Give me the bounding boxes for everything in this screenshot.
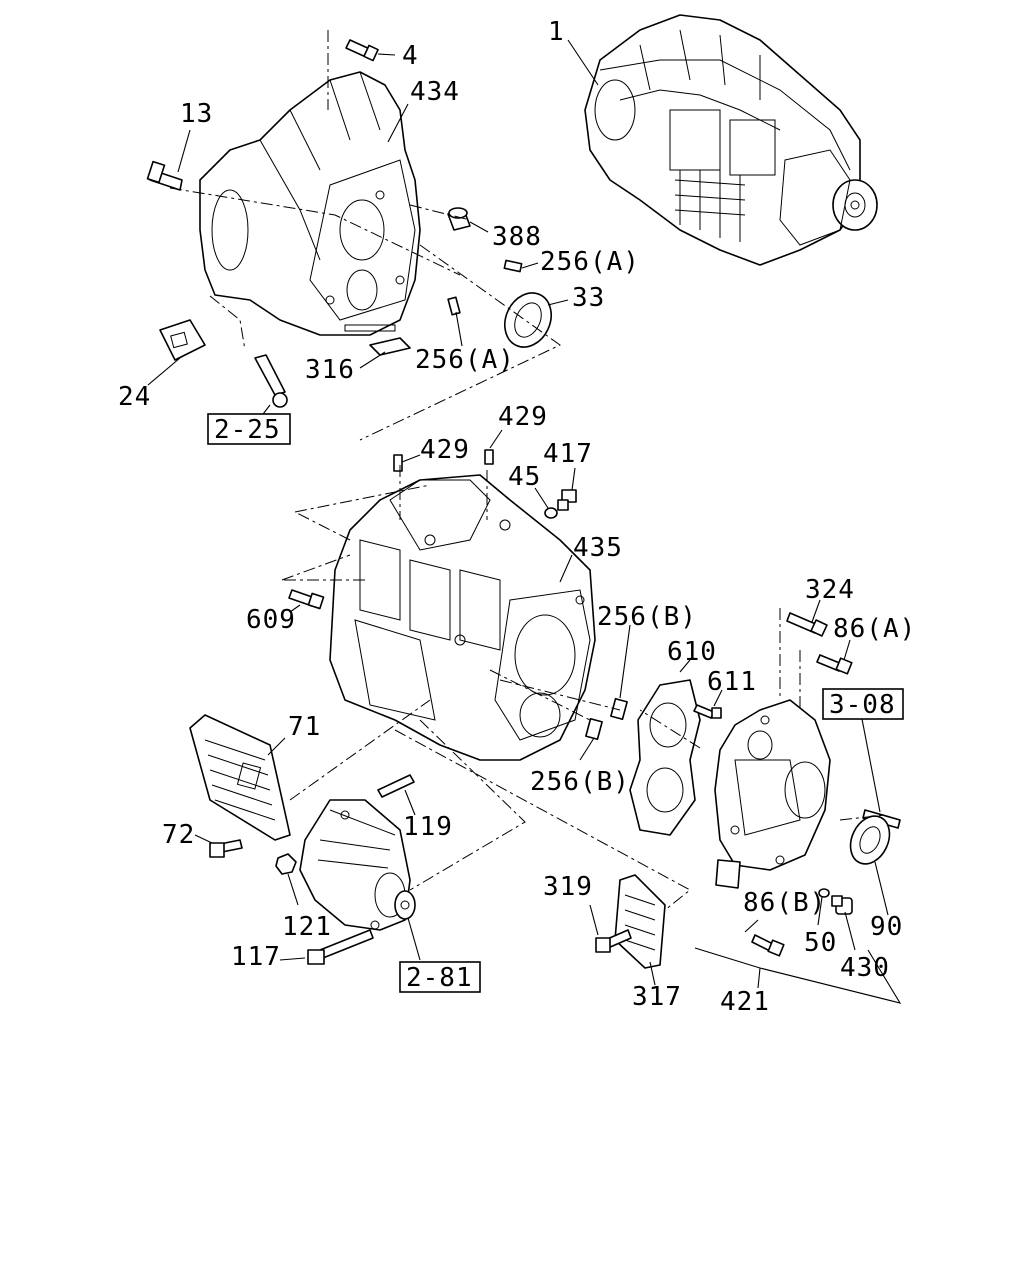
reference-box-2-81[interactable]: 2-81 xyxy=(399,961,481,993)
pto-pump-illustration[interactable] xyxy=(299,799,416,931)
callout-71: 71 xyxy=(288,712,321,742)
washer-50[interactable] xyxy=(818,888,830,898)
callout-324: 324 xyxy=(805,575,855,605)
bolt-86a[interactable] xyxy=(816,654,853,675)
plug-417[interactable] xyxy=(557,489,577,511)
stud-119[interactable] xyxy=(377,774,415,798)
callout-86a: 86(A) xyxy=(833,614,916,644)
callout-86b: 86(B) xyxy=(743,888,826,918)
callout-117: 117 xyxy=(231,942,281,972)
bolt-319[interactable] xyxy=(595,929,632,953)
dowel-256b-lower[interactable] xyxy=(585,717,603,741)
callout-316: 316 xyxy=(305,355,355,385)
callout-90: 90 xyxy=(870,912,903,942)
bolt-609[interactable] xyxy=(288,589,325,610)
oil-seal-33[interactable] xyxy=(496,285,560,354)
callout-256b-lower: 256(B) xyxy=(530,767,630,797)
callout-13: 13 xyxy=(180,99,213,129)
sensor-24[interactable] xyxy=(159,319,206,361)
callout-434: 434 xyxy=(410,77,460,107)
dowel-429-right[interactable] xyxy=(484,449,494,465)
bolt-611[interactable] xyxy=(693,704,722,719)
callout-317: 317 xyxy=(632,982,682,1012)
callout-388: 388 xyxy=(492,222,542,252)
callout-256b-upper: 256(B) xyxy=(597,602,697,632)
housing-bolt[interactable] xyxy=(254,354,288,408)
reference-2-81: 2-81 xyxy=(406,963,473,993)
bolt-86b[interactable] xyxy=(751,934,785,957)
callout-610: 610 xyxy=(667,637,717,667)
dowel-pin-256a-upper[interactable] xyxy=(503,259,523,273)
leader-1 xyxy=(567,39,599,86)
callout-256a-lower: 256(A) xyxy=(415,345,515,375)
callout-319: 319 xyxy=(543,872,593,902)
callout-50: 50 xyxy=(804,928,837,958)
cover-317[interactable] xyxy=(614,874,666,969)
callout-121: 121 xyxy=(282,912,332,942)
plug-430[interactable] xyxy=(831,895,853,915)
callout-256a-upper: 256(A) xyxy=(540,247,640,277)
callout-421: 421 xyxy=(720,987,770,1017)
callout-435: 435 xyxy=(573,533,623,563)
oil-seal-90[interactable] xyxy=(843,810,897,871)
callout-429-left: 429 xyxy=(420,435,470,465)
dowel-256b-upper[interactable] xyxy=(610,697,628,721)
transmission-assembly-illustration xyxy=(584,14,878,266)
callout-45: 45 xyxy=(508,462,541,492)
gasket-610[interactable] xyxy=(629,679,701,836)
callout-119: 119 xyxy=(403,812,453,842)
plate-316[interactable] xyxy=(369,337,411,356)
nut-121[interactable] xyxy=(275,853,297,875)
reference-2-25: 2-25 xyxy=(214,415,281,445)
o-ring-45[interactable] xyxy=(544,507,558,519)
main-transmission-case-illustration xyxy=(329,474,596,761)
callout-609: 609 xyxy=(246,605,296,635)
side-cover-71[interactable] xyxy=(189,714,291,841)
dowel-429-left[interactable] xyxy=(393,454,403,472)
callout-611: 611 xyxy=(707,667,757,697)
callout-72: 72 xyxy=(162,820,195,850)
dowel-pin-256a-lower[interactable] xyxy=(447,296,461,316)
bolt-117[interactable] xyxy=(307,929,374,965)
callout-429-right: 429 xyxy=(498,402,548,432)
callout-417: 417 xyxy=(543,439,593,469)
callout-430: 430 xyxy=(840,953,890,983)
callout-1: 1 xyxy=(548,17,565,47)
reference-3-08: 3-08 xyxy=(829,690,896,720)
bolt-324[interactable] xyxy=(786,612,828,637)
bolt-13[interactable] xyxy=(146,160,183,191)
callout-33: 33 xyxy=(572,283,605,313)
reference-box-2-25[interactable]: 2-25 xyxy=(207,413,291,445)
bolt-4[interactable] xyxy=(345,39,379,62)
bushing-388[interactable] xyxy=(447,207,471,231)
callout-4: 4 xyxy=(402,41,419,71)
clutch-housing-illustration xyxy=(199,71,421,336)
rear-cover-421-illustration[interactable] xyxy=(714,699,831,889)
callout-24: 24 xyxy=(118,382,151,412)
bolt-72[interactable] xyxy=(209,839,243,858)
reference-box-3-08[interactable]: 3-08 xyxy=(822,688,904,720)
